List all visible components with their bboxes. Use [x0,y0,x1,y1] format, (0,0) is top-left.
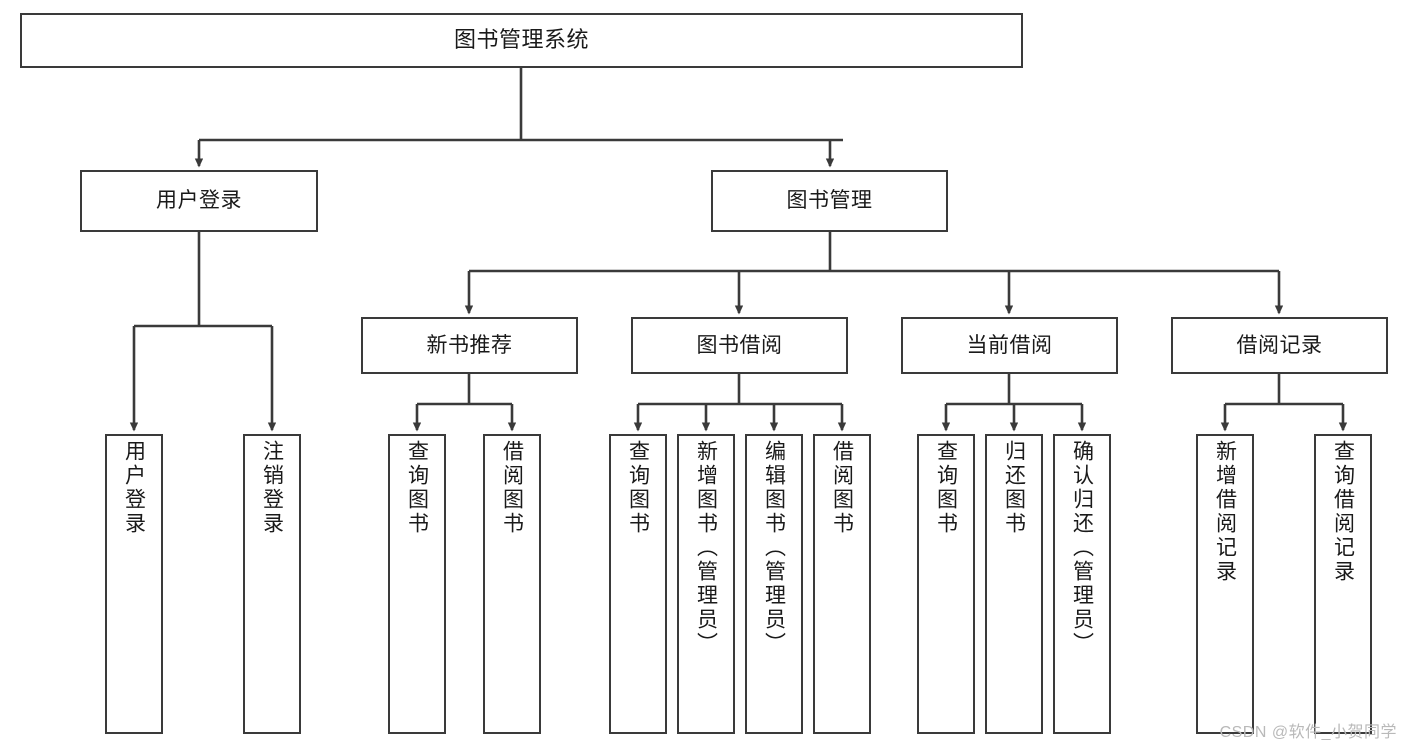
node-new-book-rec[interactable]: 新书推荐 [361,317,578,374]
node-leaf-borrow-book-2-label: 借阅图书 [830,440,854,536]
node-current-borrow-label: 当前借阅 [966,333,1053,357]
node-book-borrow-label: 图书借阅 [696,333,783,357]
node-leaf-borrow-book-1-label: 借阅图书 [500,440,524,536]
node-user-login-label: 用户登录 [156,189,242,213]
node-user-login[interactable]: 用户登录 [80,170,318,232]
node-leaf-query-book-3-label: 查询图书 [934,440,958,536]
node-book-borrow[interactable]: 图书借阅 [631,317,848,374]
node-borrow-record-label: 借阅记录 [1236,333,1323,357]
node-leaf-confirm-return-label: 确认归还（管理员） [1070,440,1094,656]
node-book-manage-label: 图书管理 [786,189,873,213]
node-root-label: 图书管理系统 [453,27,589,53]
node-leaf-logout-label: 注销登录 [260,440,284,536]
node-leaf-query-record-label: 查询借阅记录 [1331,440,1355,584]
node-leaf-query-book-2-label: 查询图书 [626,440,650,536]
node-leaf-add-book-label: 新增图书（管理员） [694,440,718,656]
node-leaf-confirm-return[interactable]: 确认归还（管理员） [1053,434,1111,734]
node-leaf-add-record[interactable]: 新增借阅记录 [1196,434,1254,734]
node-book-manage[interactable]: 图书管理 [711,170,948,232]
node-leaf-add-book[interactable]: 新增图书（管理员） [677,434,735,734]
node-root[interactable]: 图书管理系统 [20,13,1023,68]
node-leaf-edit-book[interactable]: 编辑图书（管理员） [745,434,803,734]
node-leaf-query-book-3[interactable]: 查询图书 [917,434,975,734]
node-leaf-query-book-2[interactable]: 查询图书 [609,434,667,734]
node-leaf-user-login[interactable]: 用户登录 [105,434,163,734]
node-leaf-borrow-book-2[interactable]: 借阅图书 [813,434,871,734]
node-leaf-query-book-1[interactable]: 查询图书 [388,434,446,734]
node-new-book-rec-label: 新书推荐 [426,333,513,357]
node-leaf-edit-book-label: 编辑图书（管理员） [762,440,786,656]
node-leaf-return-book-label: 归还图书 [1002,440,1026,536]
node-leaf-query-record[interactable]: 查询借阅记录 [1314,434,1372,734]
node-leaf-user-login-label: 用户登录 [122,440,146,536]
csdn-watermark: CSDN @软件_小贺同学 [1219,724,1397,741]
node-leaf-query-book-1-label: 查询图书 [405,440,429,536]
node-leaf-borrow-book-1[interactable]: 借阅图书 [483,434,541,734]
node-leaf-logout[interactable]: 注销登录 [243,434,301,734]
node-leaf-add-record-label: 新增借阅记录 [1213,440,1237,584]
node-borrow-record[interactable]: 借阅记录 [1171,317,1388,374]
node-leaf-return-book[interactable]: 归还图书 [985,434,1043,734]
node-current-borrow[interactable]: 当前借阅 [901,317,1118,374]
